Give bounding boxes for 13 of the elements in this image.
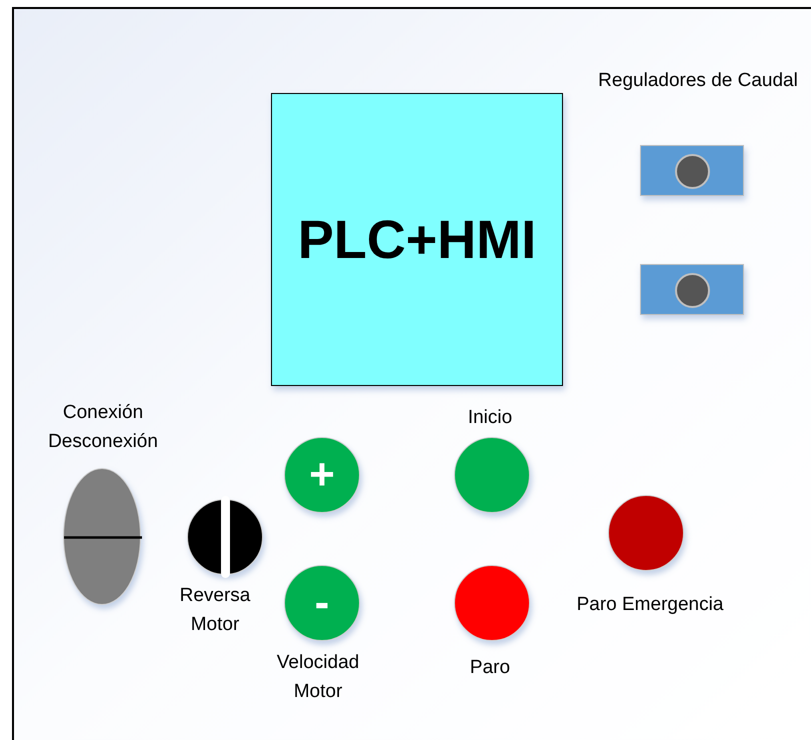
button-symbol: + (309, 453, 335, 497)
control-caption: Velocidad Motor (276, 651, 360, 704)
plc-hmi-panel (271, 93, 563, 386)
flow-regulator (640, 264, 744, 315)
control-caption: Inicio (466, 406, 514, 430)
control-caption: Conexión Desconexión (47, 401, 159, 454)
control-caption: Paro (468, 656, 512, 680)
control-caption: Reversa Motor (178, 584, 252, 637)
flow-regulator (640, 145, 744, 196)
button-symbol: - (314, 581, 330, 625)
panel-title: PLC+HMI (298, 212, 536, 266)
control-caption: Reguladores de Caudal (598, 69, 798, 93)
control-caption: Paro Emergencia (576, 593, 724, 617)
